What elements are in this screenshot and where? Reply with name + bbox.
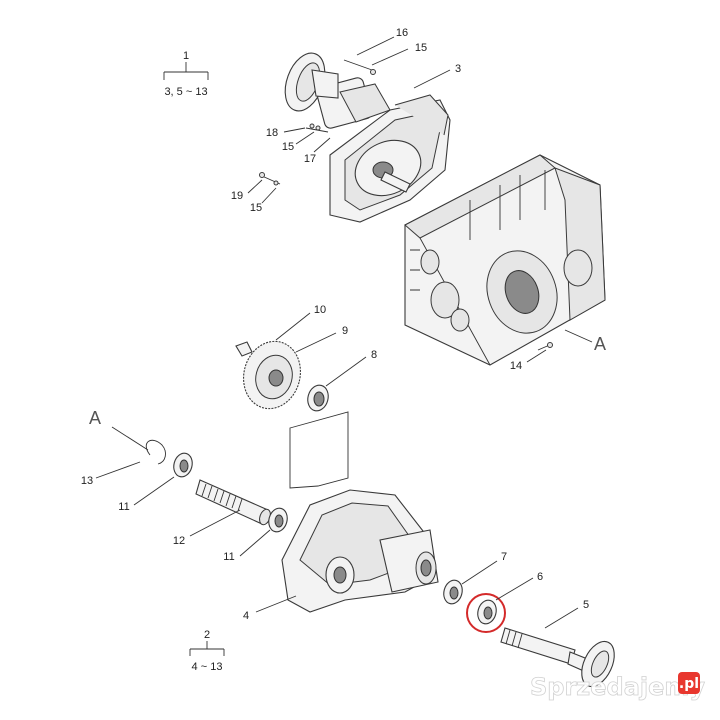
ref-a-lower: A [89,408,101,428]
callout-18: 18 [266,127,278,139]
shaft-12 [195,479,271,526]
callout-numbers: 16 15 3 18 15 17 19 15 10 9 8 14 13 11 1… [81,27,589,622]
callout-11-lower: 11 [223,551,234,563]
oil-seal-6 [477,599,497,625]
snap-ring-13 [145,439,166,465]
callout-17: 17 [304,153,316,165]
callout-14: 14 [510,360,522,372]
watermark-text: Sprzedajemy [530,673,705,701]
ref-a-upper: A [594,334,606,354]
callout-12: 12 [173,535,185,547]
leader-lines [95,36,579,629]
watermark-badge [678,672,700,694]
callout-11-upper: 11 [118,501,129,513]
connector-frame [289,411,349,489]
bearing-11b [268,507,288,533]
group-1-number: 1 [183,50,189,62]
callout-16: 16 [396,27,408,39]
callout-6: 6 [537,571,543,583]
ref-a-lower-leader [111,426,149,451]
callout-13: 13 [81,475,93,487]
group-1-bracket: 1 3, 5 ~ 13 [163,50,209,98]
watermark: Sprzedajemy .pl [530,672,706,701]
gear-9 [235,340,301,410]
group-2-bracket: 2 4 ~ 13 [189,629,225,673]
group-1-range: 3, 5 ~ 13 [164,86,207,98]
group-2-number: 2 [204,629,210,641]
highlight-circle [466,593,506,633]
callout-9: 9 [342,325,348,337]
callout-15-low: 15 [250,202,262,214]
group-2-range: 4 ~ 13 [192,661,223,673]
callout-3: 3 [455,63,461,75]
callout-15-mid: 15 [282,141,294,153]
callout-15-top: 15 [415,42,427,54]
callout-4: 4 [243,610,249,622]
callout-7: 7 [501,551,507,563]
upper-housing-assembly [259,52,451,223]
ref-a-upper-leader [564,329,593,343]
transmission-case [404,154,606,366]
bearing-11a [173,452,193,478]
bearing-7 [443,579,463,605]
watermark-suffix: .pl [679,676,699,692]
callout-8: 8 [371,349,377,361]
bearing-8 [307,384,329,412]
nut-10 [235,341,253,357]
callout-19: 19 [231,190,243,202]
lower-housing-4 [281,489,439,613]
axle-shaft-5 [500,627,615,688]
callout-10: 10 [314,304,326,316]
callout-5: 5 [583,599,589,611]
